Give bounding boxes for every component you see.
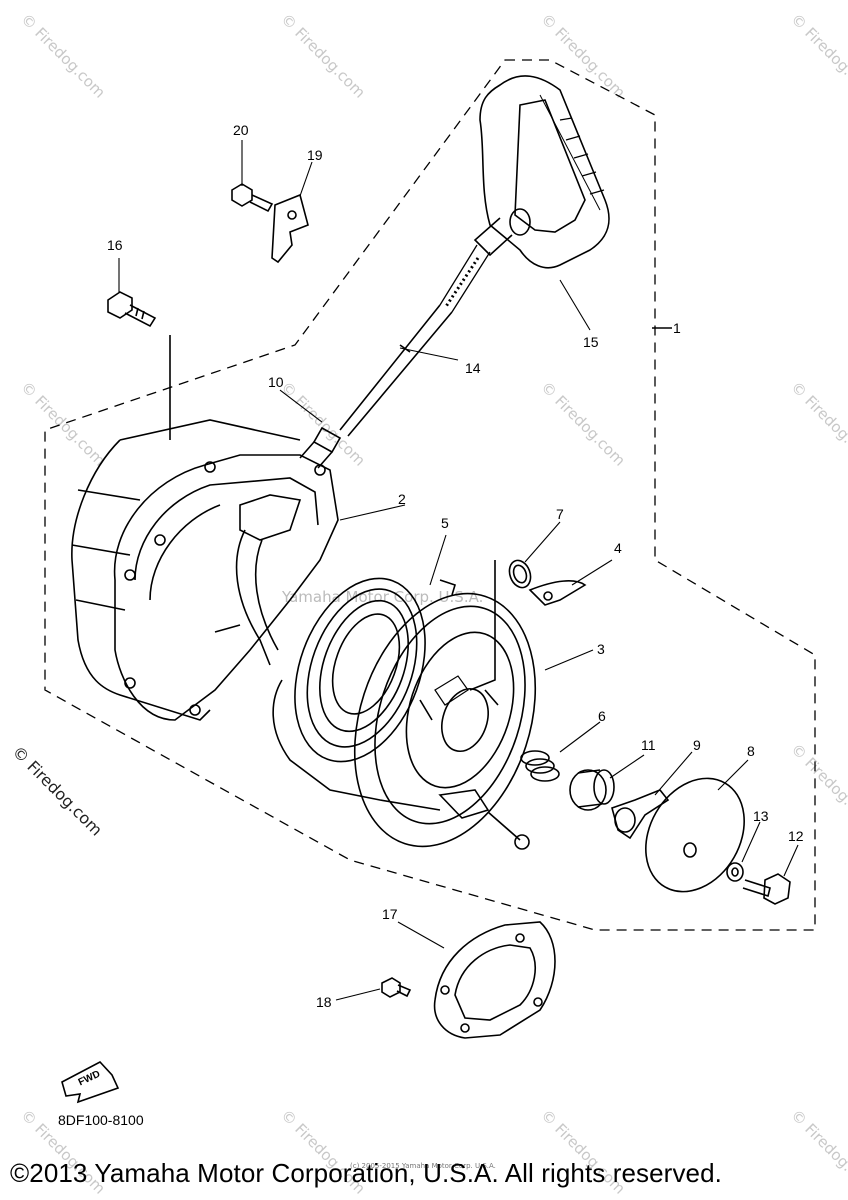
washer	[726, 862, 744, 882]
callout-4: 4	[614, 540, 622, 556]
callout-10: 10	[268, 374, 284, 390]
callout-12: 12	[788, 828, 804, 844]
leader-lines	[118, 140, 799, 1001]
bracket-19	[271, 193, 309, 264]
starter-case	[71, 419, 339, 721]
callout-1: 1	[673, 320, 681, 336]
callout-17: 17	[382, 906, 398, 922]
drive-plate	[645, 777, 745, 893]
callout-16: 16	[107, 237, 123, 253]
callout-2: 2	[398, 491, 406, 507]
wire	[169, 335, 441, 811]
pawl	[528, 580, 587, 606]
pawl-spring	[508, 559, 532, 589]
coil-spring	[520, 750, 560, 782]
callout-3: 3	[597, 641, 605, 657]
collar	[569, 769, 615, 811]
starter-cord	[339, 244, 491, 437]
copyright-footer: ©2013 Yamaha Motor Corporation, U.S.A. A…	[10, 1158, 722, 1188]
ratchet	[611, 789, 670, 840]
callout-5: 5	[441, 515, 449, 531]
diagram-part-number: 8DF100-8100	[58, 1112, 144, 1128]
bolt-16	[107, 291, 157, 328]
callout-11: 11	[641, 737, 656, 753]
callout-9: 9	[693, 737, 701, 753]
bolt-18	[381, 977, 412, 998]
starter-cover	[433, 921, 556, 1039]
bolt-20	[231, 183, 274, 213]
bolt-12	[742, 873, 791, 905]
callout-8: 8	[747, 743, 755, 759]
reel-drum	[353, 560, 537, 850]
callout-7: 7	[556, 506, 564, 522]
spiral-spring	[294, 577, 456, 763]
assembly-outline	[44, 59, 816, 931]
fwd-arrow	[61, 1061, 120, 1104]
cord-grommet	[299, 426, 342, 469]
callout-14: 14	[465, 360, 481, 376]
handle-part	[473, 75, 610, 269]
callout-13: 13	[753, 808, 769, 824]
callout-6: 6	[598, 708, 606, 724]
callout-19: 19	[307, 147, 323, 163]
callout-20: 20	[233, 122, 249, 138]
callout-15: 15	[583, 334, 599, 350]
callout-18: 18	[316, 994, 332, 1010]
small-notice: (c) 2005-2015 Yamaha Motor Corp. U.S.A.	[350, 1162, 496, 1170]
